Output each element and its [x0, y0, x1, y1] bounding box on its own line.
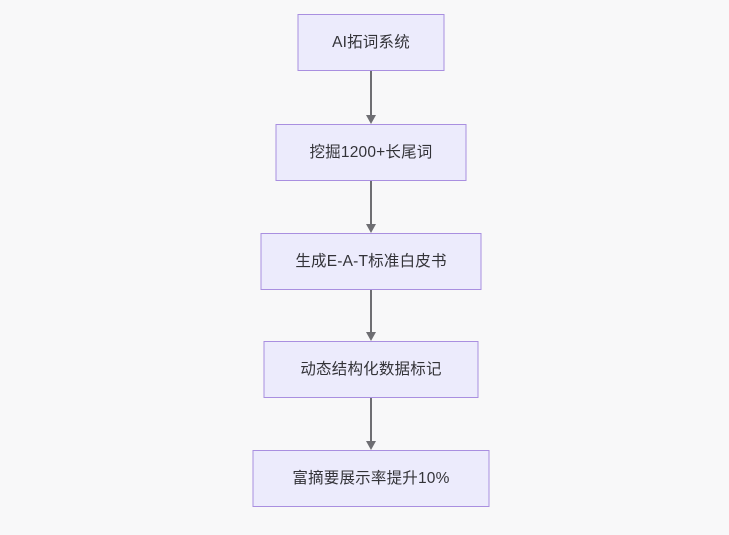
- flow-node-3[interactable]: 生成E-A-T标准白皮书: [260, 233, 482, 290]
- flow-edge-3-to-4: [365, 290, 377, 341]
- flow-edge-line: [370, 181, 372, 224]
- flow-node-1[interactable]: AI拓词系统: [297, 14, 445, 71]
- flow-edge-line: [370, 398, 372, 441]
- flow-node-1-label: AI拓词系统: [332, 33, 410, 51]
- arrow-head-icon: [366, 332, 376, 341]
- flow-edge-1-to-2: [365, 71, 377, 124]
- arrow-head-icon: [366, 441, 376, 450]
- flow-node-2-label: 挖掘1200+长尾词: [309, 143, 433, 161]
- flow-edge-line: [370, 290, 372, 332]
- flow-node-5[interactable]: 富摘要展示率提升10%: [252, 450, 490, 507]
- flow-edge-4-to-5: [365, 398, 377, 450]
- flow-node-3-label: 生成E-A-T标准白皮书: [295, 252, 447, 270]
- flow-node-2[interactable]: 挖掘1200+长尾词: [275, 124, 467, 181]
- arrow-head-icon: [366, 224, 376, 233]
- arrow-head-icon: [366, 115, 376, 124]
- flow-node-5-label: 富摘要展示率提升10%: [292, 469, 450, 487]
- flow-edge-2-to-3: [365, 181, 377, 233]
- flow-node-4[interactable]: 动态结构化数据标记: [263, 341, 479, 398]
- flow-edge-line: [370, 71, 372, 115]
- flow-node-4-label: 动态结构化数据标记: [300, 360, 442, 378]
